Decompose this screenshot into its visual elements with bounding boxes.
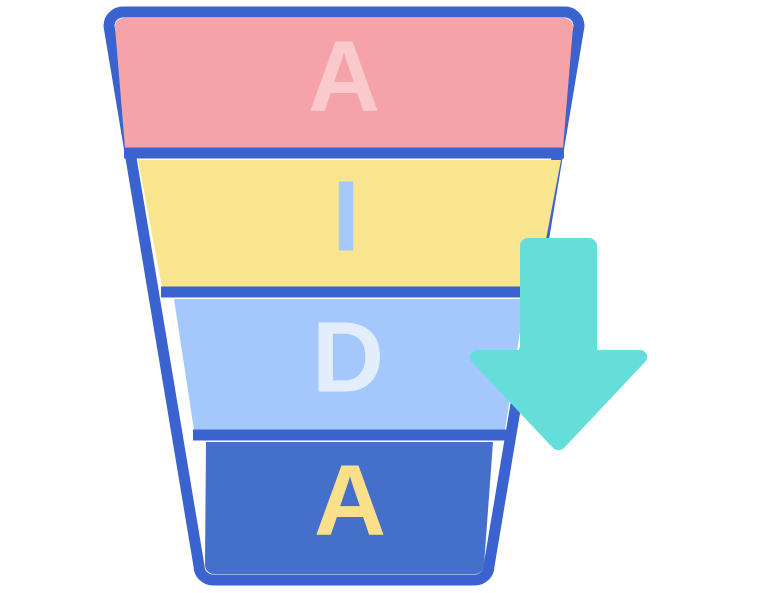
segment-shape-interest	[138, 160, 561, 287]
funnel-segment-desire[interactable]: D	[174, 299, 525, 441]
segment-letter-desire: D	[312, 301, 384, 413]
down-arrow-shape	[469, 238, 648, 451]
segment-shape-desire	[174, 299, 525, 430]
segment-shape-attention	[115, 18, 573, 148]
funnel-outline	[103, 6, 585, 586]
funnel-outline-group	[103, 6, 585, 586]
funnel-segment-action[interactable]: A	[205, 442, 493, 574]
segment-letter-attention: A	[308, 20, 380, 132]
funnel-segment-interest[interactable]: I	[138, 160, 561, 298]
segment-letter-action: A	[314, 444, 386, 556]
segment-letter-interest: I	[332, 160, 360, 272]
funnel-segment-attention[interactable]: A	[115, 18, 573, 159]
segment-shape-action	[205, 442, 493, 574]
down-arrow-icon	[469, 238, 648, 451]
